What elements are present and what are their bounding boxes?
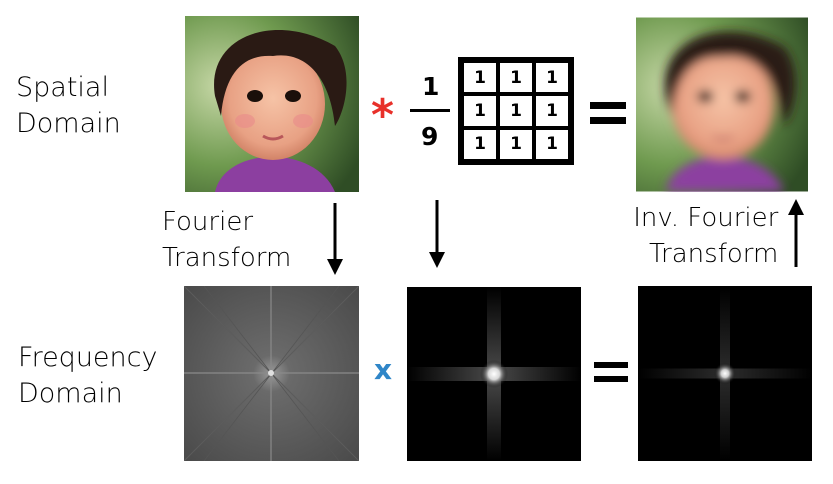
box-filter-kernel: 1 1 1 1 1 1 1 1 1 xyxy=(458,57,574,165)
blurred-image xyxy=(636,17,808,192)
kernel-cell: 1 xyxy=(498,127,534,161)
fraction-numerator: 1 xyxy=(422,72,440,101)
kernel-cell: 1 xyxy=(534,127,570,161)
kernel-cell: 1 xyxy=(462,127,498,161)
fourier-transform-label: Fourier Transform xyxy=(162,207,292,273)
spatial-domain-label: Spatial Domain xyxy=(16,72,121,139)
equals-top xyxy=(590,102,626,126)
frequency-domain-label: Frequency Domain xyxy=(18,342,158,409)
fourier-spectrum-image xyxy=(184,286,359,461)
kernel-cell: 1 xyxy=(462,94,498,128)
fraction-denominator: 9 xyxy=(421,122,439,151)
kernel-cell: 1 xyxy=(498,94,534,128)
down-arrow-icon xyxy=(327,203,343,275)
kernel-cell: 1 xyxy=(462,61,498,95)
convolution-operator: * xyxy=(371,90,395,141)
box-filter-spectrum-image xyxy=(407,287,581,461)
inverse-fourier-transform-label: Inv. Fourier Transform xyxy=(633,203,779,269)
fraction-bar xyxy=(410,109,450,112)
kernel-cell: 1 xyxy=(498,61,534,95)
down-arrow-icon xyxy=(429,200,445,268)
equals-bottom xyxy=(594,362,628,384)
multiply-operator: x xyxy=(374,353,393,386)
kernel-cell: 1 xyxy=(534,61,570,95)
kernel-cell: 1 xyxy=(534,94,570,128)
filtered-spectrum-image xyxy=(638,286,812,461)
original-image xyxy=(185,16,359,192)
up-arrow-icon xyxy=(788,199,804,267)
